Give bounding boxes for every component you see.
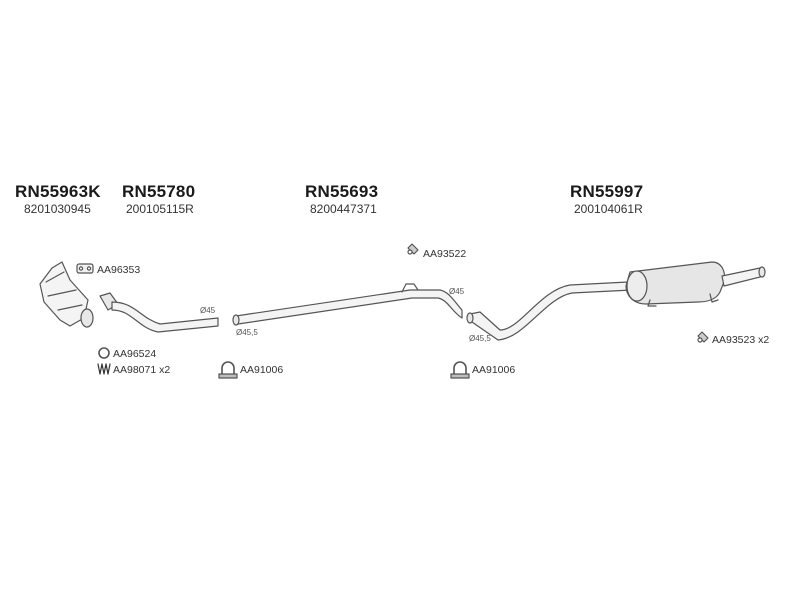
oem-number-middle-pipe: 8200447371 bbox=[310, 202, 377, 216]
front-pipe-shape bbox=[99, 292, 219, 333]
clamp-icon-1 bbox=[218, 361, 238, 379]
rear-pipe-shape bbox=[466, 281, 633, 341]
dimension-middle-outlet: Ø45 bbox=[449, 287, 465, 296]
label-hanger-mid: AA93522 bbox=[423, 248, 467, 260]
ring-icon bbox=[98, 347, 110, 359]
spring-icon bbox=[97, 363, 111, 375]
oem-number-front-pipe: 200105115R bbox=[126, 202, 194, 216]
label-spring: AA98071 x2 bbox=[113, 364, 171, 376]
gasket-icon bbox=[76, 263, 94, 274]
clamp-icon-2 bbox=[450, 361, 470, 379]
part-number-rear-silencer: RN55997 bbox=[570, 182, 644, 201]
dimension-front-outlet: Ø45 bbox=[200, 306, 216, 315]
label-ring: AA96524 bbox=[113, 348, 157, 360]
part-number-catalytic: RN55963K bbox=[15, 182, 101, 201]
oem-number-catalytic: 8201030945 bbox=[24, 202, 91, 216]
rear-silencer-shape bbox=[625, 261, 766, 307]
middle-pipe-shape bbox=[232, 283, 463, 326]
part-number-middle-pipe: RN55693 bbox=[305, 182, 379, 201]
oem-number-rear-silencer: 200104061R bbox=[574, 202, 643, 216]
dimension-rear-inlet: Ø45,5 bbox=[469, 334, 491, 343]
label-clamp-1: AA91006 bbox=[240, 364, 284, 376]
hanger-icon-mid bbox=[407, 243, 419, 255]
hanger-icon-rear bbox=[697, 331, 709, 343]
part-number-front-pipe: RN55780 bbox=[122, 182, 196, 201]
label-gasket: AA96353 bbox=[97, 264, 141, 276]
label-clamp-2: AA91006 bbox=[472, 364, 516, 376]
catalytic-converter-shape bbox=[39, 261, 94, 328]
label-hanger-rear: AA93523 x2 bbox=[712, 334, 770, 346]
dimension-middle-inlet: Ø45,5 bbox=[236, 328, 258, 337]
